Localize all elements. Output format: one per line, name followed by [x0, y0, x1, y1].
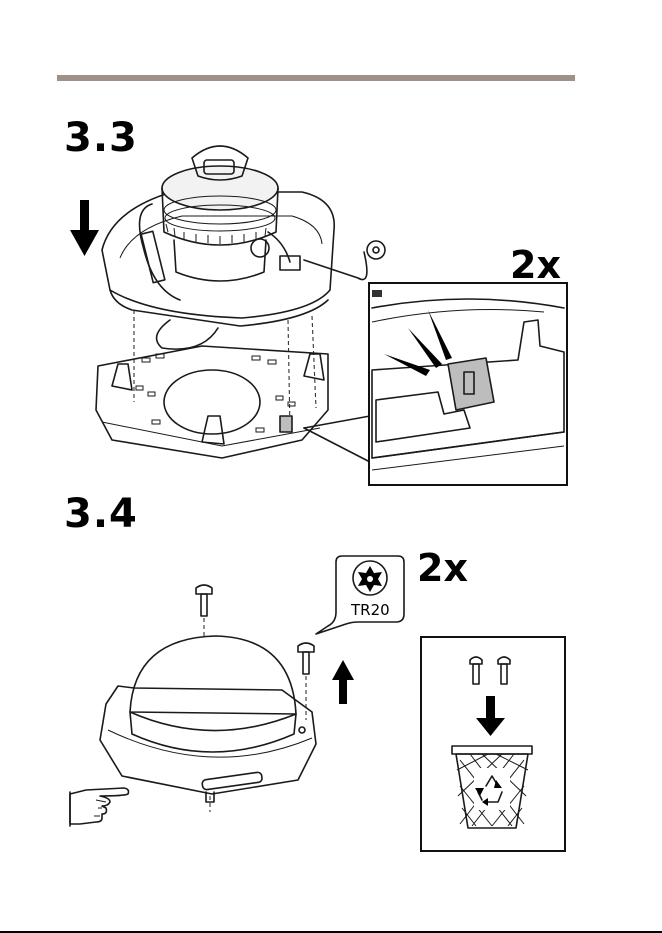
arrow-up-icon: [330, 660, 356, 706]
section-divider: [57, 75, 575, 81]
torx-size-label: TR20: [351, 601, 390, 619]
step-number-3-4: 3.4: [64, 494, 138, 534]
recycle-bin-icon: [420, 636, 566, 852]
step-3-3-count: 2x: [510, 246, 561, 284]
step-3-4-count: 2x: [417, 549, 468, 587]
pointing-hand-icon: [66, 784, 136, 828]
clip-detail-inset: [368, 282, 568, 486]
